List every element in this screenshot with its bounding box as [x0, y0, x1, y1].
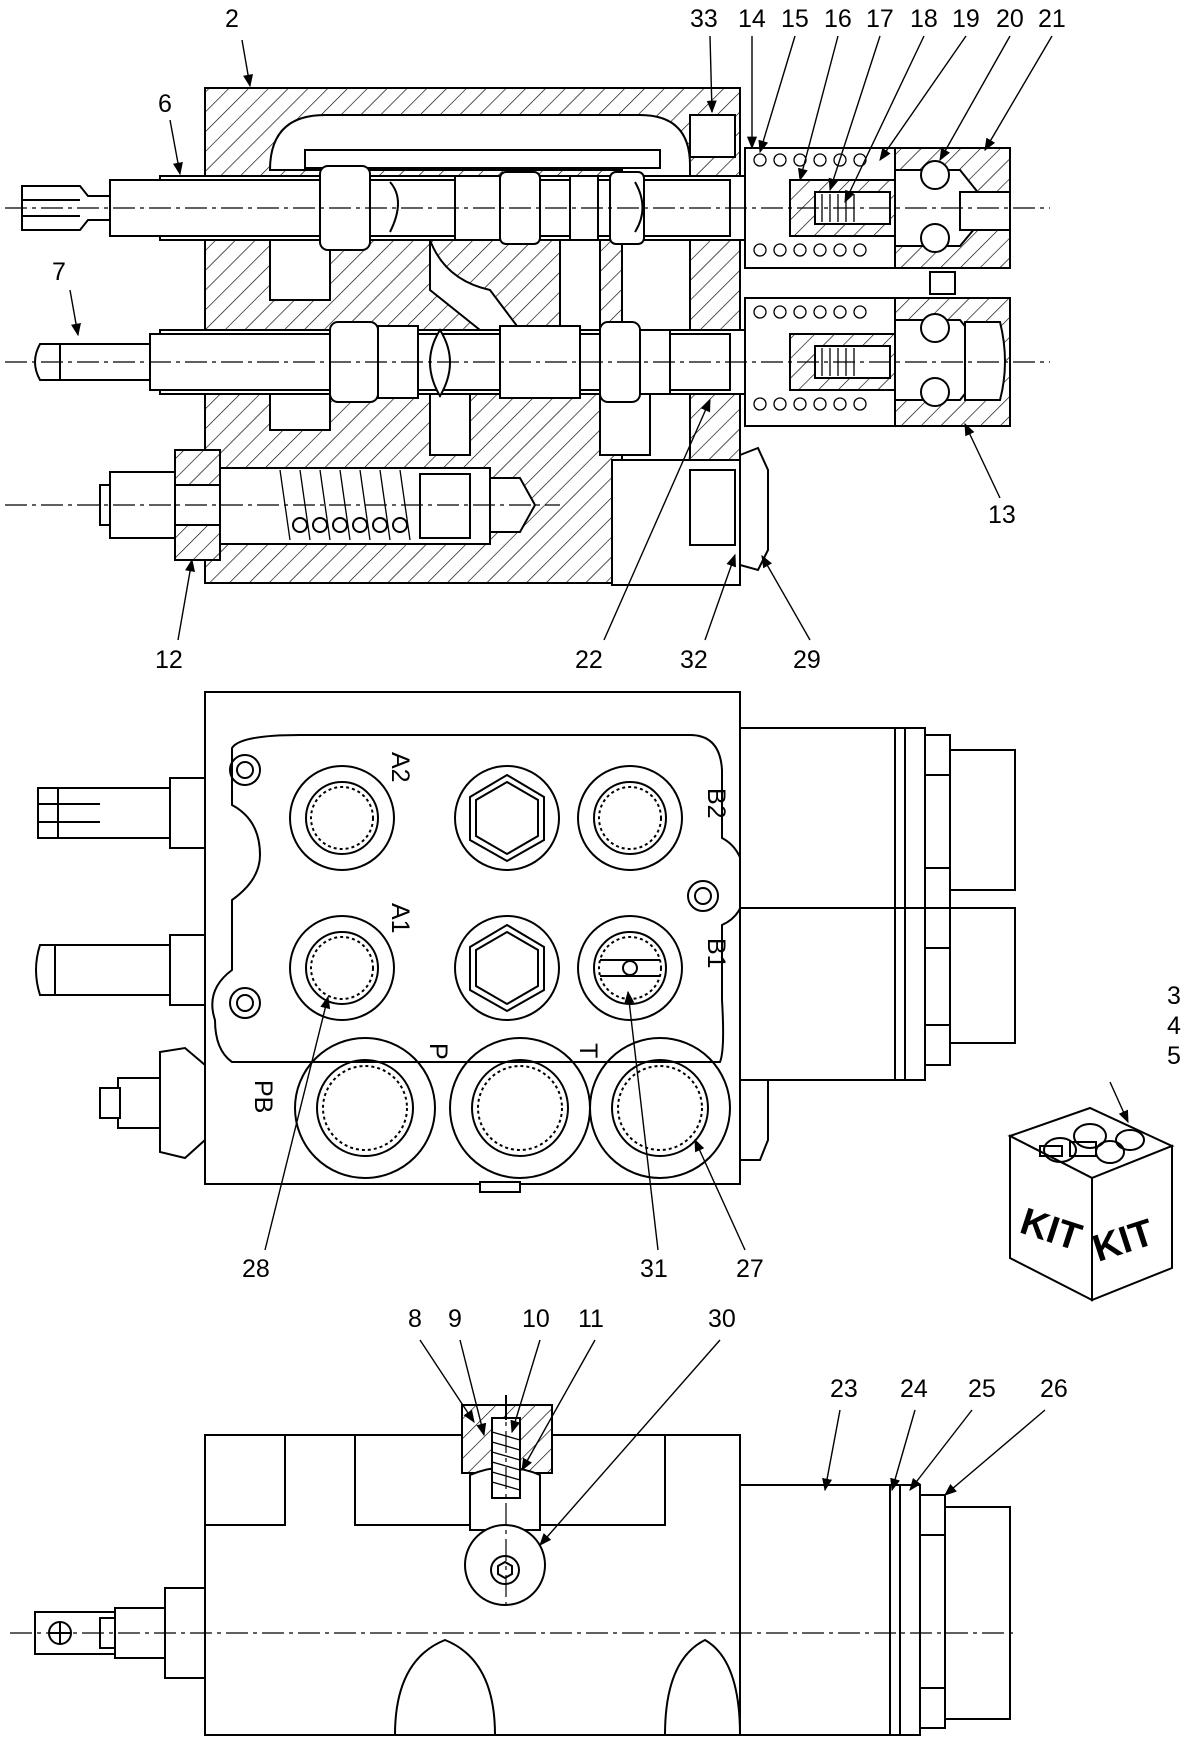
port-label-b2: B2	[702, 788, 730, 819]
callout-9: 9	[448, 1305, 462, 1333]
callout-4: 4	[1167, 1012, 1181, 1040]
callout-24: 24	[900, 1375, 928, 1403]
port-label-pb: PB	[249, 1080, 277, 1113]
port-label-b1: B1	[702, 938, 730, 969]
callout-3: 3	[1167, 982, 1181, 1010]
callout-20: 20	[996, 5, 1024, 33]
port-pb	[294, 1037, 436, 1179]
callout-labels: 2 33 14 15 16 17 18 19 20 21 6 7 13 12 2…	[52, 5, 1181, 1403]
callout-18: 18	[910, 5, 938, 33]
callout-23: 23	[830, 1375, 858, 1403]
port-t	[589, 1037, 731, 1179]
spring-cap-side	[739, 1484, 921, 1736]
port-b1	[577, 915, 683, 1021]
callout-25: 25	[968, 1375, 996, 1403]
callout-2: 2	[225, 5, 239, 33]
callout-13: 13	[988, 501, 1016, 529]
side-view	[10, 1395, 1015, 1736]
port-label-a1: A1	[386, 903, 414, 934]
port-face-view: A2 B2 A1 B1 P T PB	[35, 691, 1016, 1193]
callout-7: 7	[52, 258, 66, 286]
callout-11: 11	[578, 1305, 604, 1333]
callout-32: 32	[680, 646, 708, 674]
callout-26: 26	[1040, 1375, 1068, 1403]
port-label-a2: A2	[386, 752, 414, 783]
port-a2	[289, 765, 395, 871]
callout-16: 16	[824, 5, 852, 33]
callout-29: 29	[793, 646, 821, 674]
callout-33: 33	[690, 5, 718, 33]
callout-19: 19	[952, 5, 980, 33]
port-label-t: T	[574, 1043, 602, 1058]
kit-box: KIT KIT	[1007, 1106, 1175, 1302]
callout-28: 28	[242, 1255, 270, 1283]
callout-17: 17	[866, 5, 894, 33]
callout-12: 12	[155, 646, 183, 674]
section-view	[5, 87, 1050, 586]
callout-14: 14	[738, 5, 766, 33]
callout-27: 27	[736, 1255, 764, 1283]
callout-10: 10	[522, 1305, 550, 1333]
callout-30: 30	[708, 1305, 736, 1333]
callout-8: 8	[408, 1305, 422, 1333]
callout-22: 22	[575, 646, 603, 674]
leader-lines	[69, 35, 1129, 1546]
port-b2	[577, 765, 683, 871]
callout-5: 5	[1167, 1042, 1181, 1070]
callout-6: 6	[158, 90, 172, 118]
callout-21: 21	[1038, 5, 1066, 33]
port-a1	[289, 915, 395, 1021]
callout-31: 31	[640, 1255, 668, 1283]
port-label-p: P	[424, 1043, 452, 1060]
callout-15: 15	[781, 5, 809, 33]
